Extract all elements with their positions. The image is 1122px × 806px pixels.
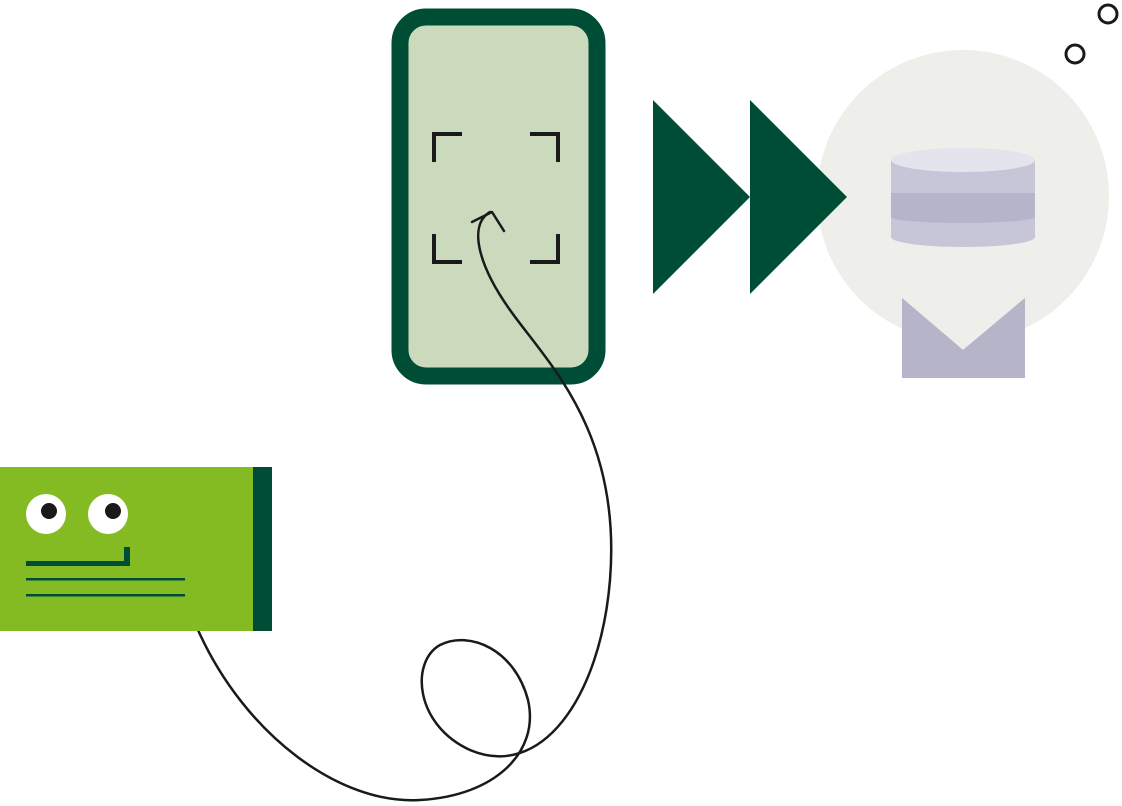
scan-frame-icon bbox=[432, 132, 560, 264]
phone-icon bbox=[391, 8, 606, 385]
database-icon bbox=[891, 148, 1035, 247]
arrow-first bbox=[653, 100, 750, 294]
card-with-face-icon bbox=[0, 467, 272, 631]
eyes bbox=[26, 494, 128, 534]
arrow-second bbox=[750, 100, 847, 294]
card-lines bbox=[26, 547, 185, 597]
card-edge bbox=[253, 467, 272, 631]
card-body bbox=[0, 467, 272, 631]
database-group bbox=[817, 50, 1109, 378]
fast-forward-icon bbox=[653, 100, 847, 294]
thought-bubble-large bbox=[1097, 3, 1119, 25]
tap-arrow bbox=[196, 210, 613, 802]
thought-bubbles bbox=[1064, 3, 1119, 65]
envelope-icon bbox=[902, 298, 1025, 378]
thought-bubble-small bbox=[1064, 43, 1086, 65]
